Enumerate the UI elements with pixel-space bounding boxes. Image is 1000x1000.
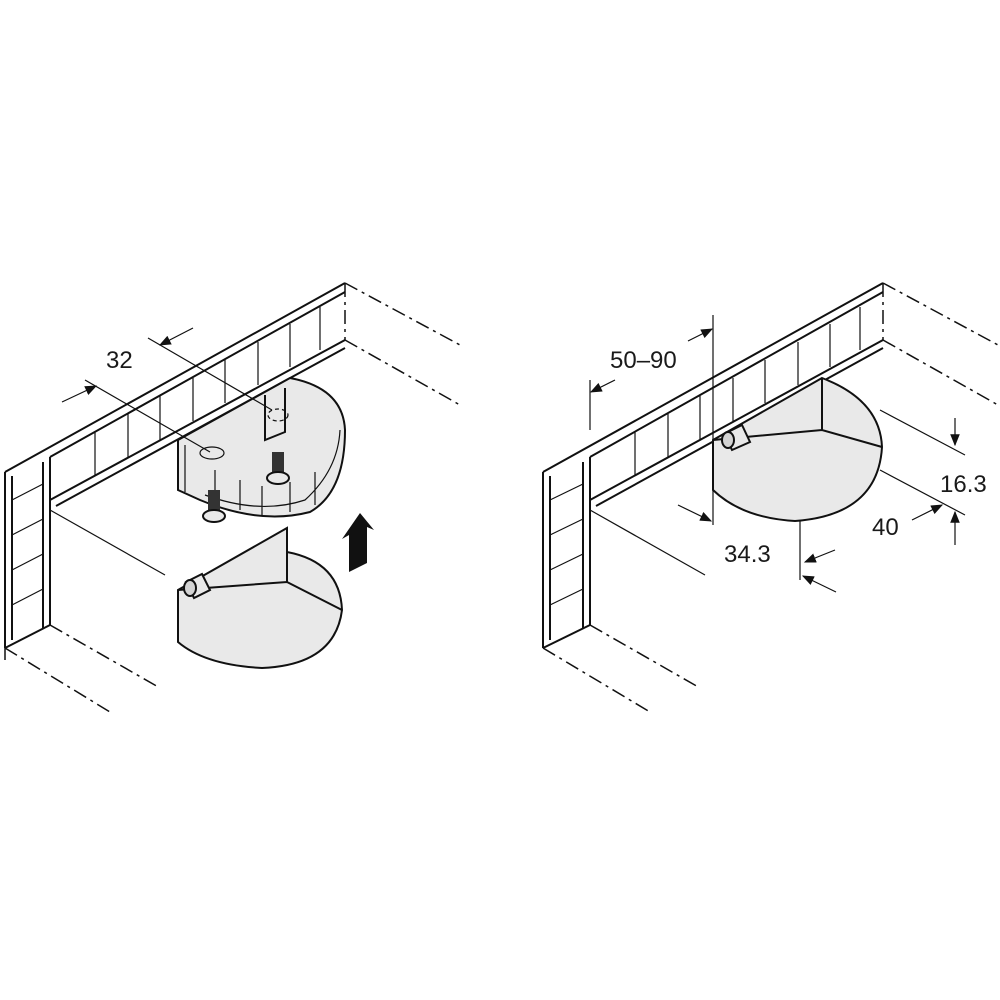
left-back-wall-tiles bbox=[94, 307, 321, 475]
peg-icon bbox=[721, 423, 752, 452]
dimension-label: 40 bbox=[872, 514, 899, 541]
installed-cap bbox=[712, 376, 884, 523]
dimension-label: 32 bbox=[106, 347, 133, 374]
up-arrow-icon bbox=[342, 513, 374, 572]
cover-cap bbox=[177, 526, 344, 670]
dimension-32: 32 bbox=[61, 327, 273, 453]
dimension-16-3: 16.3 bbox=[879, 409, 987, 545]
screw-icon bbox=[202, 490, 226, 523]
dimension-label: 16.3 bbox=[940, 471, 987, 498]
dimension-40: 40 bbox=[799, 504, 944, 580]
housing-with-screws bbox=[177, 376, 347, 523]
screw-icon bbox=[266, 452, 290, 485]
dimension-34-3: 34.3 bbox=[677, 504, 837, 593]
peg-icon bbox=[183, 572, 212, 600]
dimension-label: 50–90 bbox=[610, 347, 677, 374]
dimension-label: 34.3 bbox=[724, 541, 771, 568]
dimension-50-90: 50–90 bbox=[589, 315, 714, 525]
left-cabinet-corner bbox=[4, 282, 461, 713]
